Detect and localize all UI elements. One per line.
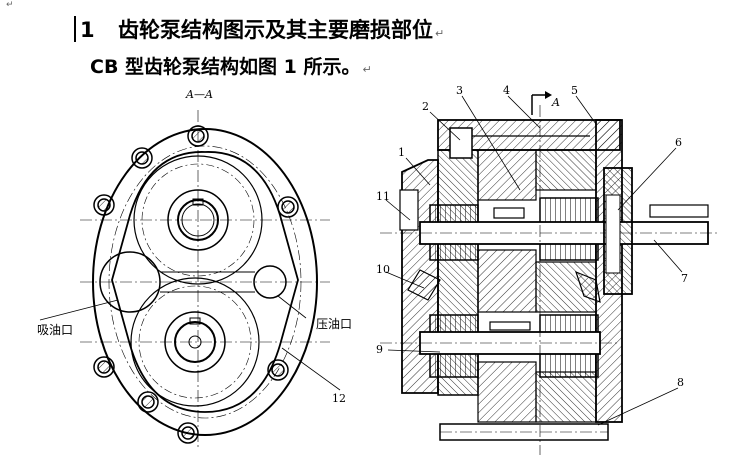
callout-6: 6 — [675, 136, 682, 149]
callout-8: 8 — [677, 376, 684, 389]
figure-intro-text: CB 型齿轮泵结构如图 1 所示。↵ — [90, 52, 372, 79]
longitudinal-section-view — [380, 91, 720, 455]
discharge-port-label: 压油口 — [316, 317, 352, 331]
suction-port-label: 吸油口 — [37, 323, 73, 337]
paragraph-mark: ↵ — [435, 27, 445, 40]
callout-5: 5 — [571, 84, 578, 97]
text-cursor — [74, 16, 76, 42]
heading-text: 齿轮泵结构图示及其主要磨损部位 — [118, 18, 433, 42]
callout-3: 3 — [456, 84, 463, 97]
section-arrow-label: A — [551, 96, 560, 109]
paragraph-mark: ↵ — [6, 0, 14, 10]
section-heading: 1 齿轮泵结构图示及其主要磨损部位↵ — [74, 14, 445, 44]
callout-7: 7 — [681, 272, 688, 285]
callout-1: 1 — [398, 146, 405, 159]
section-label: A—A — [185, 88, 213, 101]
paragraph-mark: ↵ — [362, 63, 372, 76]
heading-number: 1 — [80, 18, 95, 42]
callout-2: 2 — [422, 100, 429, 113]
callout-10: 10 — [376, 263, 390, 276]
cross-section-view: A—A — [39, 88, 341, 450]
callouts: 1 2 3 4 5 6 7 8 9 10 11 — [376, 84, 688, 389]
callout-12: 12 — [332, 392, 346, 405]
callout-4: 4 — [503, 84, 510, 97]
callout-9: 9 — [376, 343, 383, 356]
subheading-text: CB 型齿轮泵结构如图 1 所示。 — [90, 56, 361, 78]
callout-11: 11 — [376, 190, 390, 203]
